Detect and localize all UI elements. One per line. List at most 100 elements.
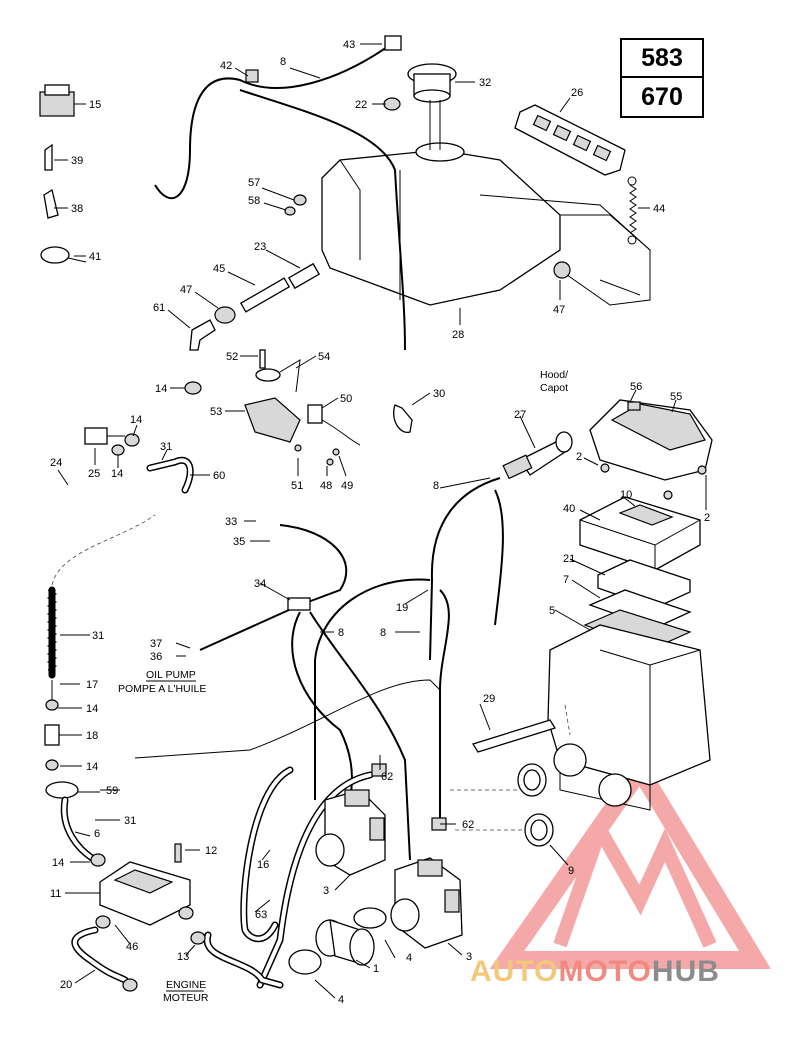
screw-52 (259, 349, 266, 369)
callout-label: 1 (373, 963, 379, 975)
callout-label: 34 (254, 578, 266, 590)
callout-label: 14 (155, 383, 167, 395)
callout-label: 27 (514, 409, 526, 421)
leader-lines (54, 43, 707, 999)
callout-label: 26 (571, 87, 583, 99)
callout-label: 41 (89, 251, 101, 263)
bolt-12 (174, 843, 182, 863)
callout-label: 53 (210, 406, 222, 418)
model-number-box: 583 670 (620, 38, 704, 118)
fuel-line-long (134, 679, 441, 759)
clamp-14-c (111, 444, 125, 456)
cable-8-middle (429, 477, 504, 661)
screw-2-b (663, 490, 673, 500)
clamp-4-upper (353, 907, 387, 929)
grommet-47-right (553, 261, 571, 279)
screw-58 (284, 206, 296, 216)
callout-label: 19 (396, 602, 408, 614)
screw-2-a (600, 463, 610, 473)
sleeve-1 (315, 919, 375, 966)
callout-label: 59 (106, 785, 118, 797)
strap-29 (472, 719, 556, 753)
clamp-14-g (178, 906, 194, 920)
callout-label: 2 (704, 512, 710, 524)
callout-label: 36 (150, 651, 162, 663)
callout-label: 28 (452, 329, 464, 341)
switch-53 (244, 397, 301, 443)
model-583: 583 (622, 40, 702, 78)
clamp-4-lower (288, 949, 322, 975)
grommet-22 (383, 97, 401, 111)
callout-label: 58 (248, 195, 260, 207)
callout-label: 14 (86, 703, 98, 715)
callout-label: 18 (86, 730, 98, 742)
tie-41 (40, 246, 87, 264)
callout-label: 8 (338, 627, 344, 639)
filter-59 (45, 781, 100, 799)
callout-label: 8 (433, 480, 439, 492)
throttle-lever-27 (502, 431, 573, 480)
callout-label: 14 (86, 761, 98, 773)
fitting-43 (384, 35, 402, 51)
callout-label: 49 (341, 480, 353, 492)
fitting-23 (287, 262, 321, 290)
watermark-part-auto: AUTO (470, 955, 559, 988)
connector-15 (39, 84, 75, 117)
clamp-14-e (45, 759, 59, 771)
hood-55 (589, 399, 713, 481)
callout-label: 32 (479, 77, 491, 89)
cable-to-carb2 (309, 611, 411, 861)
callout-label: 60 (213, 470, 225, 482)
callout-label: 14 (52, 857, 64, 869)
callout-label: 25 (88, 468, 100, 480)
callout-label: 8 (280, 56, 286, 68)
oil-pump-caption-en: OIL PUMP (146, 669, 196, 681)
callout-label: 21 (563, 553, 575, 565)
part-48 (326, 458, 334, 466)
cable-8-left (314, 578, 431, 800)
carburetor-lower (390, 857, 463, 949)
callout-label: 50 (340, 393, 352, 405)
clamp-14-a (184, 381, 202, 395)
fitting-42 (245, 69, 259, 83)
fuel-pump-11 (99, 861, 191, 926)
model-670: 670 (641, 83, 683, 111)
callout-label: 35 (233, 536, 245, 548)
adapter-9-lower (524, 813, 554, 847)
callout-label: 31 (124, 815, 136, 827)
oil-pump-caption-fr: POMPE A L'HUILE (118, 683, 206, 695)
callout-label: 2 (576, 451, 582, 463)
callout-label: 33 (225, 516, 237, 528)
hood-caption-en: Hood/ (540, 369, 568, 381)
callout-label: 37 (150, 638, 162, 650)
callout-label: 23 (254, 241, 266, 253)
clamp-13 (190, 931, 206, 945)
clamp-14-d (45, 699, 59, 711)
callout-label: 31 (92, 630, 104, 642)
elbow-61 (189, 319, 216, 351)
callout-label: 12 (205, 845, 217, 857)
callout-label: 62 (381, 771, 393, 783)
watermark-part-moto: MOTO (558, 955, 652, 988)
clamp-14-f (90, 853, 106, 867)
callout-label: 62 (462, 819, 474, 831)
callout-label: 16 (257, 859, 269, 871)
part-51 (294, 444, 302, 452)
engine-caption-fr: MOTEUR (163, 992, 209, 1004)
clip-39 (44, 143, 53, 171)
callout-label: 51 (291, 480, 303, 492)
watermark-text: AUTOMOTOHUB (470, 955, 720, 989)
callout-label: 47 (180, 284, 192, 296)
callout-label: 4 (338, 994, 344, 1006)
filter-40 (579, 496, 701, 571)
callout-label: 44 (653, 203, 665, 215)
callout-label: 24 (50, 457, 62, 469)
callout-label: 30 (433, 388, 445, 400)
clip-38 (43, 188, 59, 219)
callout-label: 54 (318, 351, 330, 363)
callout-label: 29 (483, 693, 495, 705)
callout-label: 8 (380, 627, 386, 639)
carburetor-upper (315, 789, 386, 876)
callout-label: 45 (213, 263, 225, 275)
